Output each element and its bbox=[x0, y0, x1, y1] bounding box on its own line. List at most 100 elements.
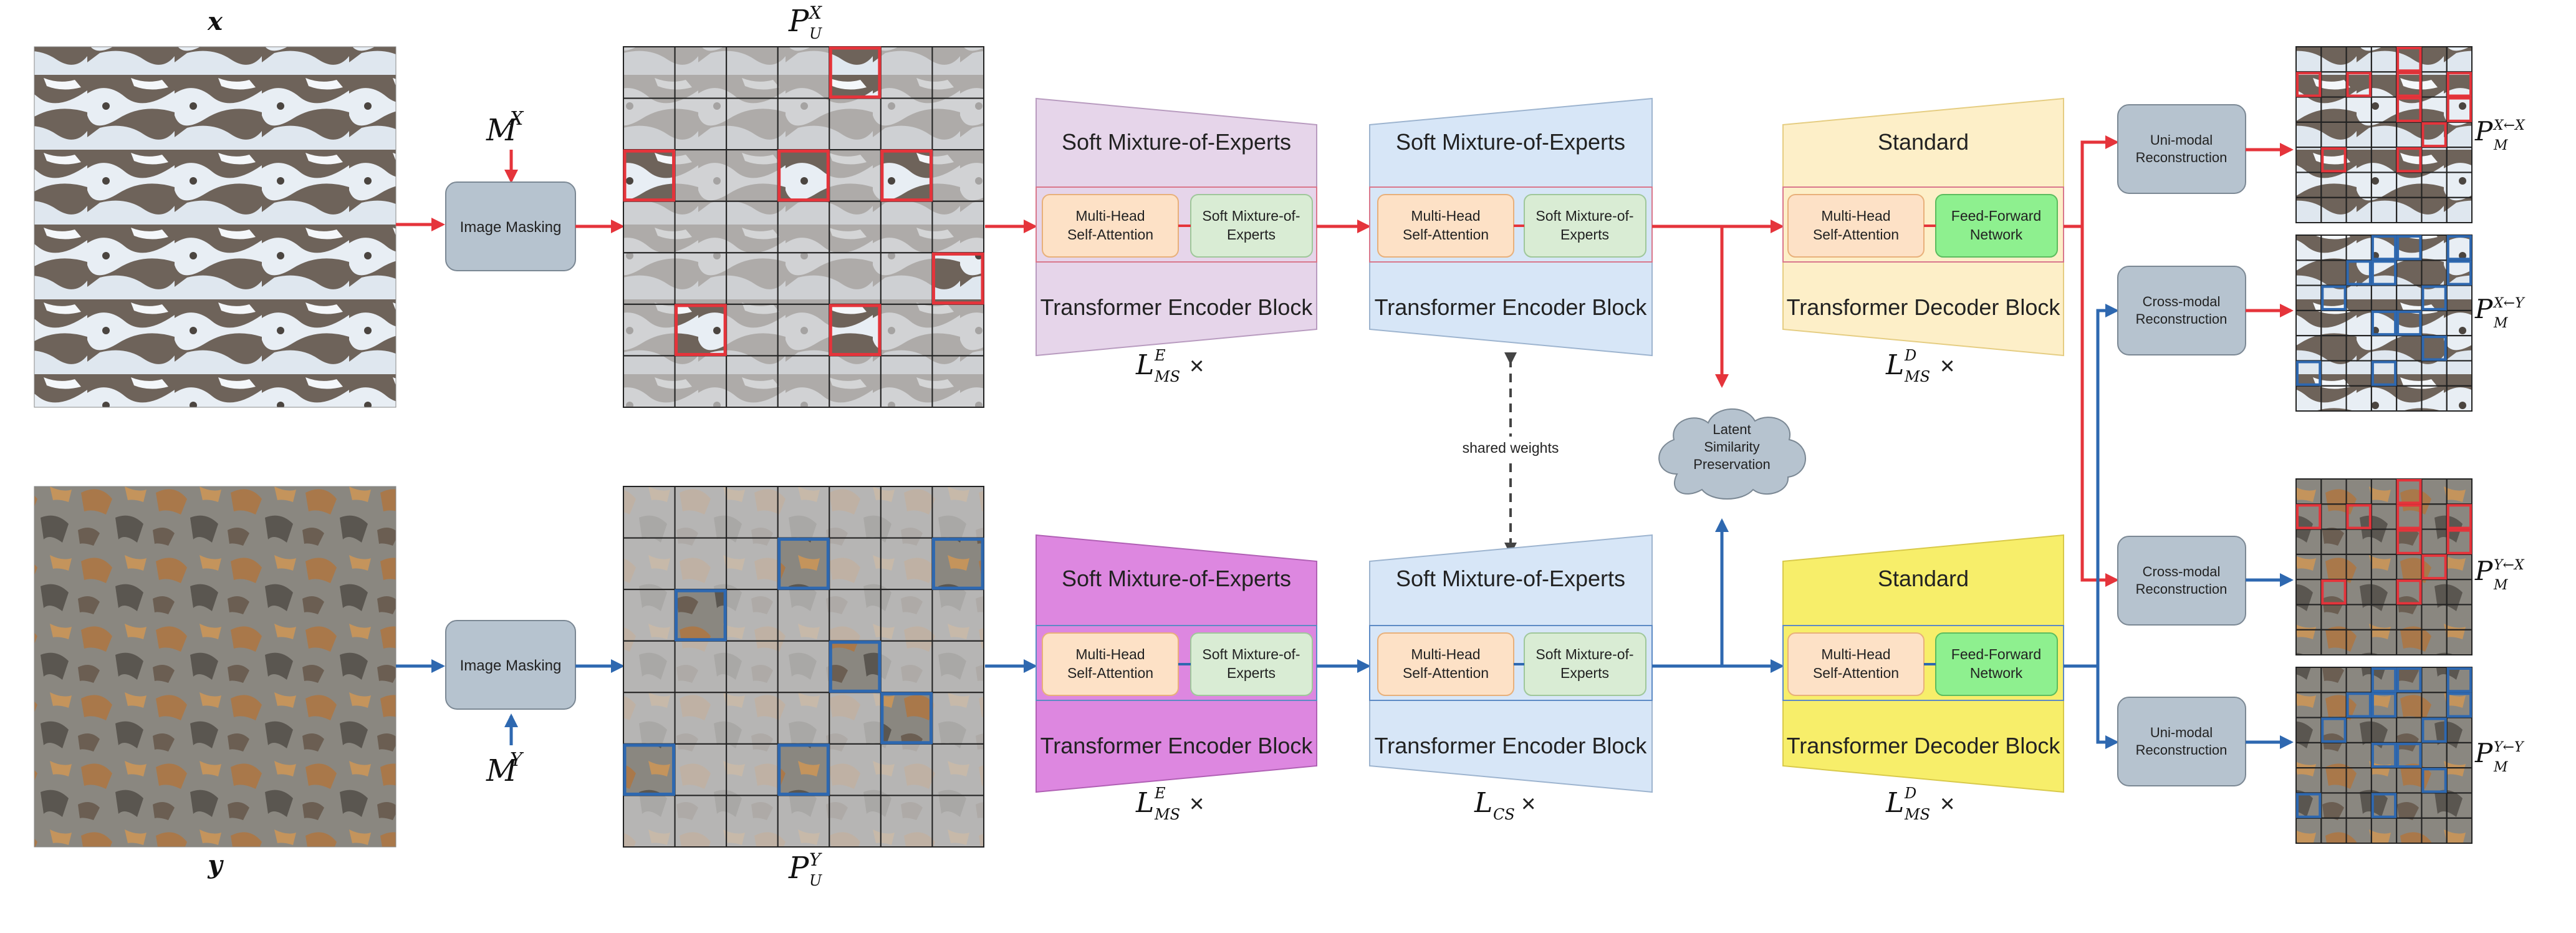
masked-patch bbox=[726, 46, 779, 99]
masked-patch bbox=[2295, 309, 2322, 337]
masked-patch bbox=[2370, 46, 2398, 73]
masked-patch bbox=[623, 537, 676, 591]
masked-patch bbox=[2421, 629, 2448, 656]
svg-text:M: M bbox=[2493, 578, 2508, 593]
masked-patch bbox=[2421, 667, 2448, 694]
masked-patch bbox=[931, 692, 985, 745]
masked-patch bbox=[931, 743, 985, 796]
masked-patch bbox=[880, 537, 933, 591]
masked-patch bbox=[2370, 579, 2398, 606]
svg-text:×: × bbox=[1940, 352, 1954, 380]
masked-patch bbox=[2370, 478, 2398, 505]
svg-text:Experts: Experts bbox=[1227, 665, 1276, 681]
highlighted-patch bbox=[2296, 72, 2322, 97]
masked-patch bbox=[623, 640, 676, 694]
masked-patch bbox=[2345, 46, 2372, 73]
masked-patch bbox=[880, 486, 933, 539]
highlighted-patch bbox=[2371, 310, 2397, 336]
highlighted-patch bbox=[675, 589, 727, 642]
highlighted-patch bbox=[2396, 479, 2422, 505]
highlighted-patch bbox=[2421, 768, 2447, 793]
masked-patch bbox=[2446, 817, 2473, 844]
masked-patch bbox=[2295, 528, 2322, 555]
highlighted-patch bbox=[623, 743, 676, 796]
highlighted-patch bbox=[2321, 717, 2347, 743]
masked-patch bbox=[880, 795, 933, 848]
masked-patch bbox=[777, 200, 830, 254]
svg-text:Self-Attention: Self-Attention bbox=[1067, 226, 1153, 243]
masked-patch bbox=[2446, 121, 2473, 148]
masked-patch bbox=[2396, 717, 2423, 743]
svg-text:Multi-Head: Multi-Head bbox=[1075, 208, 1145, 224]
svg-text:P: P bbox=[2474, 294, 2493, 324]
image-masking-top: Image Masking bbox=[445, 181, 576, 271]
highlighted-patch bbox=[2321, 579, 2347, 605]
masked-patch bbox=[931, 640, 985, 694]
svg-text:×: × bbox=[1189, 790, 1204, 818]
svg-text:Similarity: Similarity bbox=[1704, 439, 1759, 455]
masked-patch bbox=[2320, 234, 2347, 261]
masked-patch bbox=[2320, 478, 2347, 505]
masked-patch bbox=[2295, 284, 2322, 311]
highlighted-patch bbox=[2446, 97, 2473, 122]
masked-patch bbox=[2295, 121, 2322, 148]
svg-text:Self-Attention: Self-Attention bbox=[1067, 665, 1153, 681]
svg-text:Soft Mixture-of-: Soft Mixture-of- bbox=[1202, 208, 1300, 224]
masked-patch bbox=[2320, 817, 2347, 844]
masked-patch bbox=[777, 252, 830, 305]
masked-patch bbox=[2446, 196, 2473, 224]
masked-patch bbox=[2320, 121, 2347, 148]
masked-patch bbox=[2370, 817, 2398, 844]
highlighted-patch bbox=[2421, 285, 2447, 311]
masked-patch bbox=[829, 692, 882, 745]
masked-patch bbox=[2320, 792, 2347, 819]
masked-patch bbox=[2295, 196, 2322, 224]
masked-patch bbox=[2421, 817, 2448, 844]
masked-patch bbox=[2370, 96, 2398, 123]
masked-patch bbox=[2295, 147, 2322, 173]
svg-text:Transformer Encoder Block: Transformer Encoder Block bbox=[1375, 733, 1648, 758]
masked-patch bbox=[2295, 767, 2322, 794]
masked-patch bbox=[674, 252, 728, 305]
masked-patch bbox=[2370, 172, 2398, 198]
svg-text:Y←Y: Y←Y bbox=[2494, 740, 2525, 755]
masked-patch bbox=[2370, 553, 2398, 581]
masked-patch bbox=[2370, 503, 2398, 530]
decoder-repeat-label-bottom: L D MS × bbox=[1885, 785, 1954, 823]
masked-patch bbox=[880, 46, 933, 99]
masked-patch bbox=[2320, 604, 2347, 631]
highlighted-patch bbox=[880, 692, 933, 745]
highlighted-patch bbox=[2396, 97, 2422, 122]
highlighted-patch bbox=[777, 743, 830, 796]
masked-patch bbox=[2421, 503, 2448, 530]
svg-text:Multi-Head: Multi-Head bbox=[1411, 208, 1480, 224]
masked-patch bbox=[2421, 71, 2448, 98]
highlighted-patch bbox=[777, 149, 830, 202]
masked-patch bbox=[2345, 335, 2372, 362]
arrow-dec-top-to-uni1 bbox=[2064, 135, 2119, 228]
masked-patch bbox=[2446, 172, 2473, 198]
arrow-dec-top-to-cross2 bbox=[2080, 226, 2119, 587]
decoder-repeat-label-top: L D MS × bbox=[1885, 347, 1954, 385]
masked-patch bbox=[2396, 792, 2423, 819]
masked-patch bbox=[2320, 553, 2347, 581]
highlighted-patch bbox=[931, 252, 984, 305]
masked-patch bbox=[2370, 629, 2398, 656]
encoder-block-bottom-1: Soft Mixture-of-Experts Multi-Head Self-… bbox=[1036, 534, 1317, 793]
masked-patch bbox=[2396, 360, 2423, 387]
masked-patch bbox=[726, 252, 779, 305]
svg-text:P: P bbox=[2474, 116, 2493, 147]
masked-patch bbox=[2446, 629, 2473, 656]
masked-patch bbox=[2345, 579, 2372, 606]
masked-patch bbox=[2295, 742, 2322, 769]
masked-patch bbox=[2446, 309, 2473, 337]
svg-text:Cross-modal: Cross-modal bbox=[2143, 564, 2221, 579]
masked-patch bbox=[674, 46, 728, 99]
highlighted-patch bbox=[675, 304, 727, 356]
masked-patch bbox=[777, 355, 830, 408]
masked-patch bbox=[2320, 335, 2347, 362]
masked-patch bbox=[2370, 604, 2398, 631]
svg-text:P: P bbox=[2474, 738, 2493, 768]
highlighted-patch bbox=[2446, 667, 2473, 693]
masked-patch bbox=[2446, 385, 2473, 412]
